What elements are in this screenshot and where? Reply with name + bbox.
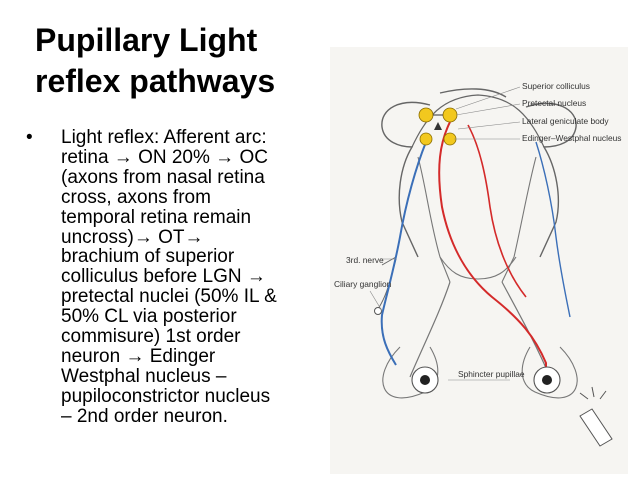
light-source-icon [579,386,613,447]
bullet-line: uncross)→ OT→ [61,226,204,248]
pupil-left [411,366,439,394]
bullet-dot: • [26,127,33,148]
optic-nerve-left [409,281,451,378]
commissure-marker [434,122,442,130]
optic-chiasm-outline [439,256,517,280]
title-line-1: Pupillary Light [35,22,258,58]
nucleus-left-lower [419,132,433,146]
title-line-2: reflex pathways [35,63,276,99]
afferent-pathway-right [467,124,527,298]
bullet-line: pupiloconstrictor nucleus [61,385,271,407]
brainstem-outline [411,94,545,148]
label-leader-lines [369,86,521,381]
diagram-background [330,47,628,474]
bullet-text: Light reflex: Afferent arc: retina → ON … [61,128,323,427]
bullet-line: (axons from nasal retina [61,166,265,188]
bullet-line: pretectal nuclei (50% IL & [61,286,277,308]
pupil-right [533,366,561,394]
bullet-line: retina → ON 20% → OC [61,146,268,168]
bullet-line: Westphal nucleus – [61,365,227,387]
bullet-line: – 2nd order neuron. [61,405,228,427]
label-sphincter-pupillae: Sphincter pupillae [458,369,525,379]
slide-title: Pupillary Light reflex pathways [35,20,325,102]
bullet-line: temporal retina remain [61,206,252,228]
midbrain-outline [381,88,577,258]
lower-loop-left [382,346,439,399]
label-lateral-geniculate-body: Lateral geniculate body [522,116,609,126]
bullet-line: Light reflex: Afferent arc: [61,127,267,148]
label-ciliary-ganglion: Ciliary ganglion [334,279,392,289]
pupillary-reflex-diagram: Superior colliculus Pretectal nucleus La… [330,47,628,474]
label-edinger-westphal-nucleus: Edinger–Westphal nucleus [522,133,621,143]
nucleus-left-upper [418,107,434,123]
efferent-pathway [380,141,427,366]
bullet-line: brachium of superior [61,246,235,268]
bullet-line: 50% CL via posterior [61,306,237,328]
nucleus-right-upper [442,107,458,123]
bullet-line: neuron → Edinger [61,345,216,367]
bullet-line: cross, axons from [61,186,211,208]
bullet-line: commisure) 1st order [61,326,241,348]
optic-tract-outline [417,156,537,283]
lower-loop-right [521,346,578,399]
bullet-line: colliculus before LGN → [61,266,266,288]
label-superior-colliculus: Superior colliculus [522,81,590,91]
label-pretectal-nucleus: Pretectal nucleus [522,98,586,108]
ciliary-ganglion [374,307,382,315]
afferent-pathway [438,121,547,377]
efferent-pathway-right [535,141,571,318]
label-third-nerve: 3rd. nerve [346,255,384,265]
